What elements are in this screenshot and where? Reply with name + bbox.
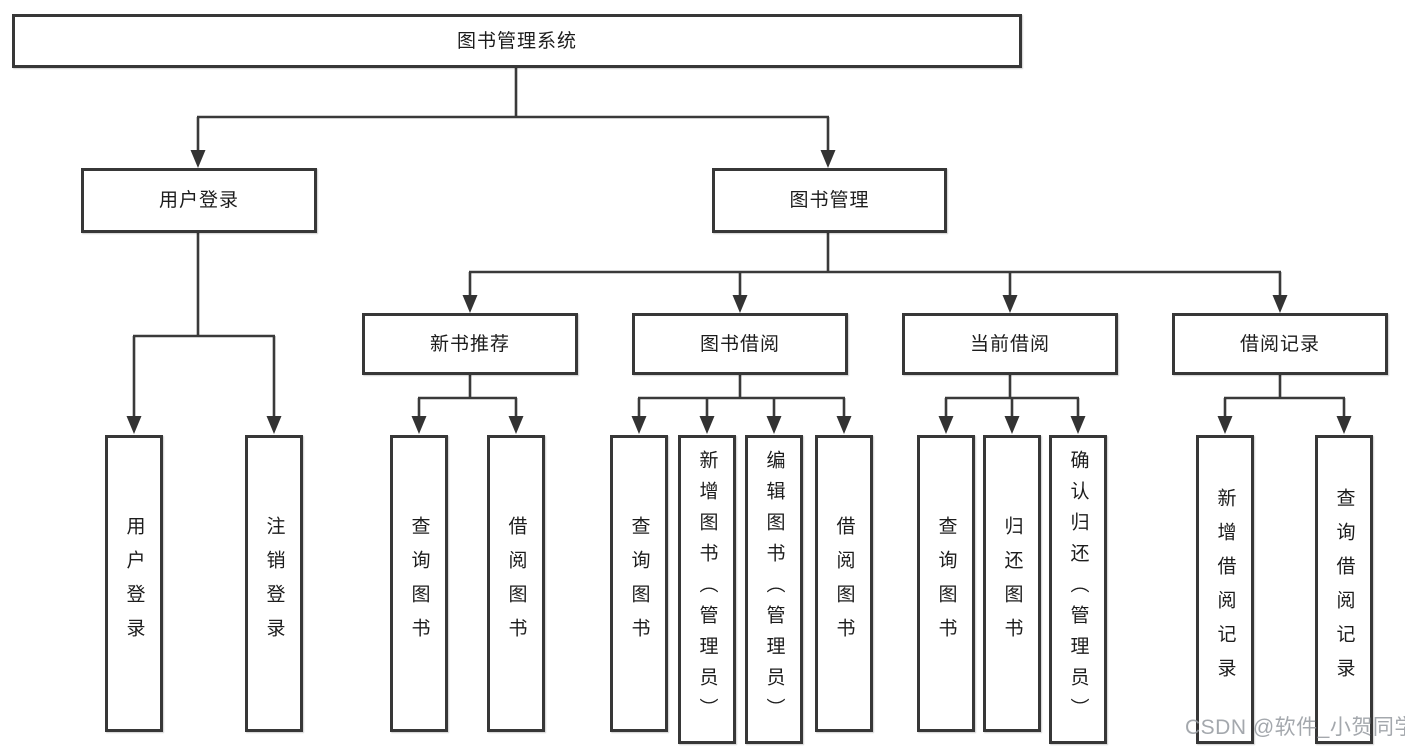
node-label: 新增图书（管理员）	[696, 450, 718, 729]
leaf-confirm-return-admin: 确认归还（管理员）	[1049, 435, 1107, 744]
node-label: 查询图书	[408, 515, 430, 652]
node-label: 查询图书	[628, 515, 650, 652]
edge-new-book-recommend-to-leaves	[411, 375, 524, 434]
leaf-user-login: 用户登录	[105, 435, 163, 732]
leaf-add-books-admin: 新增图书（管理员）	[678, 435, 736, 744]
node-label: 图书借阅	[699, 333, 780, 355]
node-borrow-records: 借阅记录	[1172, 313, 1388, 375]
node-label: 归还图书	[1001, 515, 1023, 652]
leaf-query-books-recommend: 查询图书	[390, 435, 448, 732]
node-label: 确认归还（管理员）	[1067, 450, 1089, 729]
leaf-query-borrow-record: 查询借阅记录	[1315, 435, 1373, 744]
node-new-book-recommend: 新书推荐	[362, 313, 578, 375]
node-current-borrowing: 当前借阅	[902, 313, 1118, 375]
node-label: 新增借阅记录	[1214, 487, 1236, 692]
node-label: 注销登录	[263, 515, 285, 652]
leaf-add-borrow-record: 新增借阅记录	[1196, 435, 1254, 744]
node-label: 借阅图书	[505, 515, 527, 652]
node-book-borrowing: 图书借阅	[632, 313, 848, 375]
node-label: 图书管理	[789, 190, 870, 211]
node-label: 用户登录	[158, 190, 239, 211]
node-label: 当前借阅	[969, 333, 1050, 355]
node-label: 用户登录	[123, 515, 145, 652]
leaf-edit-books-admin: 编辑图书（管理员）	[745, 435, 803, 744]
edge-book-management-to-level3	[462, 233, 1288, 313]
leaf-borrow-books-recommend: 借阅图书	[487, 435, 545, 732]
node-library-management-system: 图书管理系统	[12, 14, 1022, 68]
leaf-return-books: 归还图书	[983, 435, 1041, 732]
leaf-logout: 注销登录	[245, 435, 303, 732]
edge-current-borrowing-to-leaves	[938, 375, 1086, 434]
edge-borrow-records-to-leaves	[1217, 375, 1352, 434]
leaf-query-books-borrowing: 查询图书	[610, 435, 668, 732]
node-book-management: 图书管理	[712, 168, 947, 233]
edge-book-borrowing-to-leaves	[631, 375, 852, 434]
leaf-query-books-current: 查询图书	[917, 435, 975, 732]
node-label: 借阅记录	[1239, 333, 1320, 355]
node-label: 新书推荐	[429, 333, 510, 355]
csdn-watermark: CSDN @软件_小贺同学	[1185, 716, 1405, 739]
node-user-login: 用户登录	[81, 168, 317, 233]
edge-user-login-to-leaves	[126, 233, 282, 434]
edge-root-to-level2	[190, 68, 836, 168]
node-label: 图书管理系统	[456, 30, 577, 52]
node-label: 编辑图书（管理员）	[763, 450, 785, 729]
node-label: 借阅图书	[833, 515, 855, 652]
node-label: 查询借阅记录	[1333, 487, 1355, 692]
node-label: 查询图书	[935, 515, 957, 652]
leaf-borrow-books: 借阅图书	[815, 435, 873, 732]
